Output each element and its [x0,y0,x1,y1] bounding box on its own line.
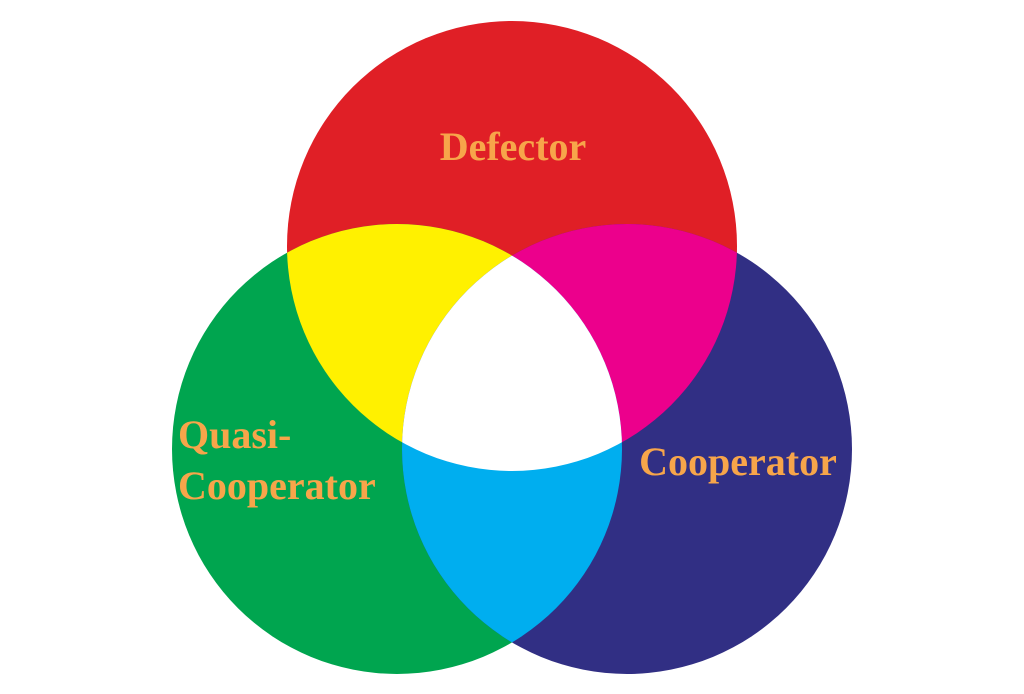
all-three-overlap [402,224,622,471]
cooperator-label: Cooperator [639,439,837,484]
quasi-cooperator-label: Quasi- Cooperator [178,412,376,508]
quasi-cooperator-label-line-2: Cooperator [178,463,376,508]
defector-label: Defector [440,124,587,169]
quasi-cooperator-label-line-1: Quasi- [178,412,291,457]
